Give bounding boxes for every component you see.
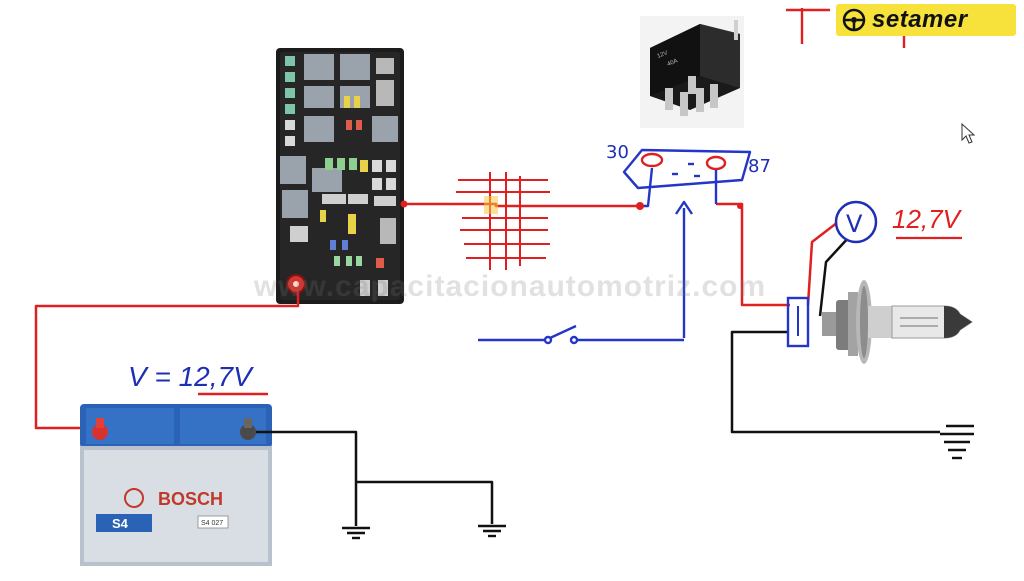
pin-87-terminal-dot	[737, 203, 743, 209]
positive-wires	[34, 202, 839, 430]
voltmeter[interactable]: V	[834, 200, 878, 244]
wire-harness-connector	[456, 172, 550, 270]
relay-photo-label-12v: 12V	[657, 50, 669, 60]
steering-wheel-icon	[842, 8, 866, 32]
relay-pin-30-label: 30	[606, 142, 629, 163]
lamp-connector	[786, 296, 810, 348]
battery-model: S4	[112, 516, 129, 531]
battery-voltage-note: V = 12,7V	[128, 361, 254, 392]
battery-code: S4 027	[201, 520, 223, 527]
relay-photo: 12V 40A	[640, 16, 744, 128]
ground-wires	[256, 235, 940, 526]
ground-symbol-2	[478, 524, 506, 538]
pin-30-terminal-dot	[636, 202, 644, 210]
fusebox-output-dot	[400, 200, 408, 208]
watermark-url: www.capacitacionautomotriz.com	[253, 270, 767, 303]
logo-text: setamer	[872, 6, 968, 33]
relay-photo-label-40a: 40A	[667, 58, 679, 68]
battery: BOSCH S4 S4 027	[80, 404, 272, 566]
relay-pin-87-label: 87	[748, 156, 771, 177]
relay-schematic	[478, 148, 752, 345]
connector-highlight	[484, 196, 498, 214]
voltmeter-symbol: V	[846, 210, 863, 238]
fuse-box	[276, 48, 404, 304]
ground-symbol-1	[342, 526, 370, 540]
battery-brand: BOSCH	[158, 489, 223, 509]
mouse-cursor-icon	[961, 122, 976, 144]
voltmeter-reading: 12,7V	[892, 204, 963, 234]
setamer-logo: setamer	[836, 4, 1016, 36]
ground-symbol-3	[940, 424, 974, 460]
headlamp-bulb	[822, 280, 973, 364]
